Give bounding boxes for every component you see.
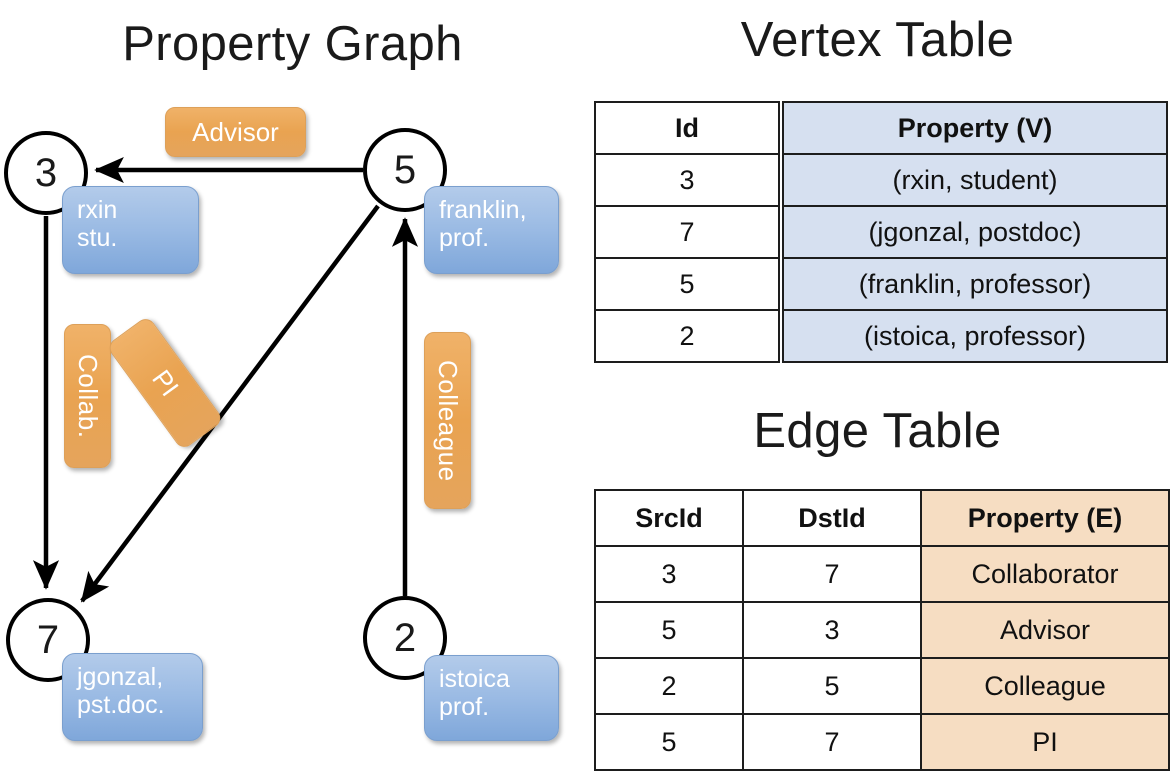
edge-callout-pi-label: PI [146, 363, 185, 402]
vertex-callout-5-line1: franklin, [439, 196, 527, 224]
graph-node-3-label: 3 [34, 150, 58, 195]
edge-table-cell-dstid: 3 [742, 601, 922, 659]
table-row: Colleague [920, 657, 1170, 715]
edge-callout-advisor: Advisor [165, 107, 306, 157]
edge-table-cell-dstid: 7 [742, 713, 922, 771]
edge-table-cell-dstid: 7 [742, 545, 922, 603]
edge-callout-colleague: Colleague [424, 332, 471, 509]
edge-callout-collab-label: Collab. [73, 353, 103, 439]
graph-node-2[interactable]: 2 [363, 596, 447, 680]
vertex-table-cell-property: (franklin, professor) [782, 257, 1168, 311]
vertex-table-cell-property: (istoica, professor) [782, 309, 1168, 363]
vertex-callout-3-line1: rxin [77, 196, 118, 224]
edge-table-dstid-column: DstId 7 3 5 7 [742, 489, 922, 771]
vertex-callout-3: rxin stu. [62, 186, 199, 274]
edge-table-cell-property: PI [920, 713, 1170, 771]
vertex-table-property-column: Property (V) (rxin, student) (jgonzal, p… [782, 101, 1168, 363]
table-row: Advisor [920, 601, 1170, 659]
vertex-table-id-column: Id 3 7 5 2 [594, 101, 780, 363]
table-row: 5 [594, 713, 744, 771]
table-row: 5 [594, 257, 780, 311]
vertex-callout-2-line1: istoica [439, 665, 510, 693]
table-row: (franklin, professor) [782, 257, 1168, 311]
table-row: 7 [594, 205, 780, 259]
table-header-row: SrcId [594, 489, 744, 547]
graph-node-7-label: 7 [36, 617, 60, 662]
page-title-property-graph: Property Graph [122, 17, 463, 71]
table-row: PI [920, 713, 1170, 771]
edge-table-cell-property: Collaborator [920, 545, 1170, 603]
vertex-table-header-id: Id [594, 101, 780, 155]
vertex-callout-3-line2: stu. [77, 224, 118, 252]
edge-callout-collab: Collab. [64, 324, 111, 468]
edge-callout-colleague-label: Colleague [433, 359, 463, 482]
table-row: 7 [742, 713, 922, 771]
property-graph-diagram: 3 5 7 2 rxin stu. franklin, prof. jgonza… [0, 0, 585, 760]
vertex-table-cell-id: 2 [594, 309, 780, 363]
edge-table-cell-dstid: 5 [742, 657, 922, 715]
graph-node-5[interactable]: 5 [363, 128, 447, 212]
vertex-table-header-property: Property (V) [782, 101, 1168, 155]
vertex-callout-7-line2: pst.doc. [77, 691, 165, 719]
vertex-table-cell-property: (jgonzal, postdoc) [782, 205, 1168, 259]
vertex-table-cell-property: (rxin, student) [782, 153, 1168, 207]
vertex-table-cell-id: 7 [594, 205, 780, 259]
table-row: 5 [594, 601, 744, 659]
table-row: Collaborator [920, 545, 1170, 603]
vertex-table-cell-id: 5 [594, 257, 780, 311]
vertex-callout-7-line1: jgonzal, [77, 663, 164, 691]
graph-node-5-label: 5 [393, 147, 417, 192]
vertex-callout-7: jgonzal, pst.doc. [62, 653, 203, 741]
page-title-vertex-table: Vertex Table [740, 13, 1015, 67]
vertex-callout-5-line2: prof. [439, 224, 490, 252]
table-header-row: Property (V) [782, 101, 1168, 155]
table-row: 3 [594, 545, 744, 603]
vertex-table-cell-id: 3 [594, 153, 780, 207]
edge-table-cell-srcid: 5 [594, 601, 744, 659]
graph-edges-svg [32, 156, 419, 603]
table-header-row: Id [594, 101, 780, 155]
table-header-row: Property (E) [920, 489, 1170, 547]
table-row: (istoica, professor) [782, 309, 1168, 363]
vertex-callout-2-line2: prof. [439, 693, 490, 721]
table-row: 3 [594, 153, 780, 207]
table-header-row: DstId [742, 489, 922, 547]
edge-table-header-dstid: DstId [742, 489, 922, 547]
edge-table-property-column: Property (E) Collaborator Advisor Collea… [920, 489, 1170, 771]
table-row: 5 [742, 657, 922, 715]
edge-table-cell-property: Advisor [920, 601, 1170, 659]
edge-table-header-property: Property (E) [920, 489, 1170, 547]
table-row: 2 [594, 309, 780, 363]
table-row: 3 [742, 601, 922, 659]
edge-table-header-srcid: SrcId [594, 489, 744, 547]
edge-5-to-7 [80, 204, 380, 603]
vertex-callout-2: istoica prof. [424, 655, 559, 741]
table-row: 2 [594, 657, 744, 715]
edge-callout-advisor-label: Advisor [192, 116, 279, 147]
table-row: 7 [742, 545, 922, 603]
page-title-edge-table: Edge Table [753, 404, 1002, 458]
edge-table-cell-srcid: 2 [594, 657, 744, 715]
edge-table-srcid-column: SrcId 3 5 2 5 [594, 489, 744, 771]
edge-table-cell-srcid: 3 [594, 545, 744, 603]
edge-table-cell-srcid: 5 [594, 713, 744, 771]
table-row: (jgonzal, postdoc) [782, 205, 1168, 259]
table-row: (rxin, student) [782, 153, 1168, 207]
graph-node-2-label: 2 [393, 615, 417, 660]
edge-table-cell-property: Colleague [920, 657, 1170, 715]
vertex-callout-5: franklin, prof. [424, 186, 559, 274]
